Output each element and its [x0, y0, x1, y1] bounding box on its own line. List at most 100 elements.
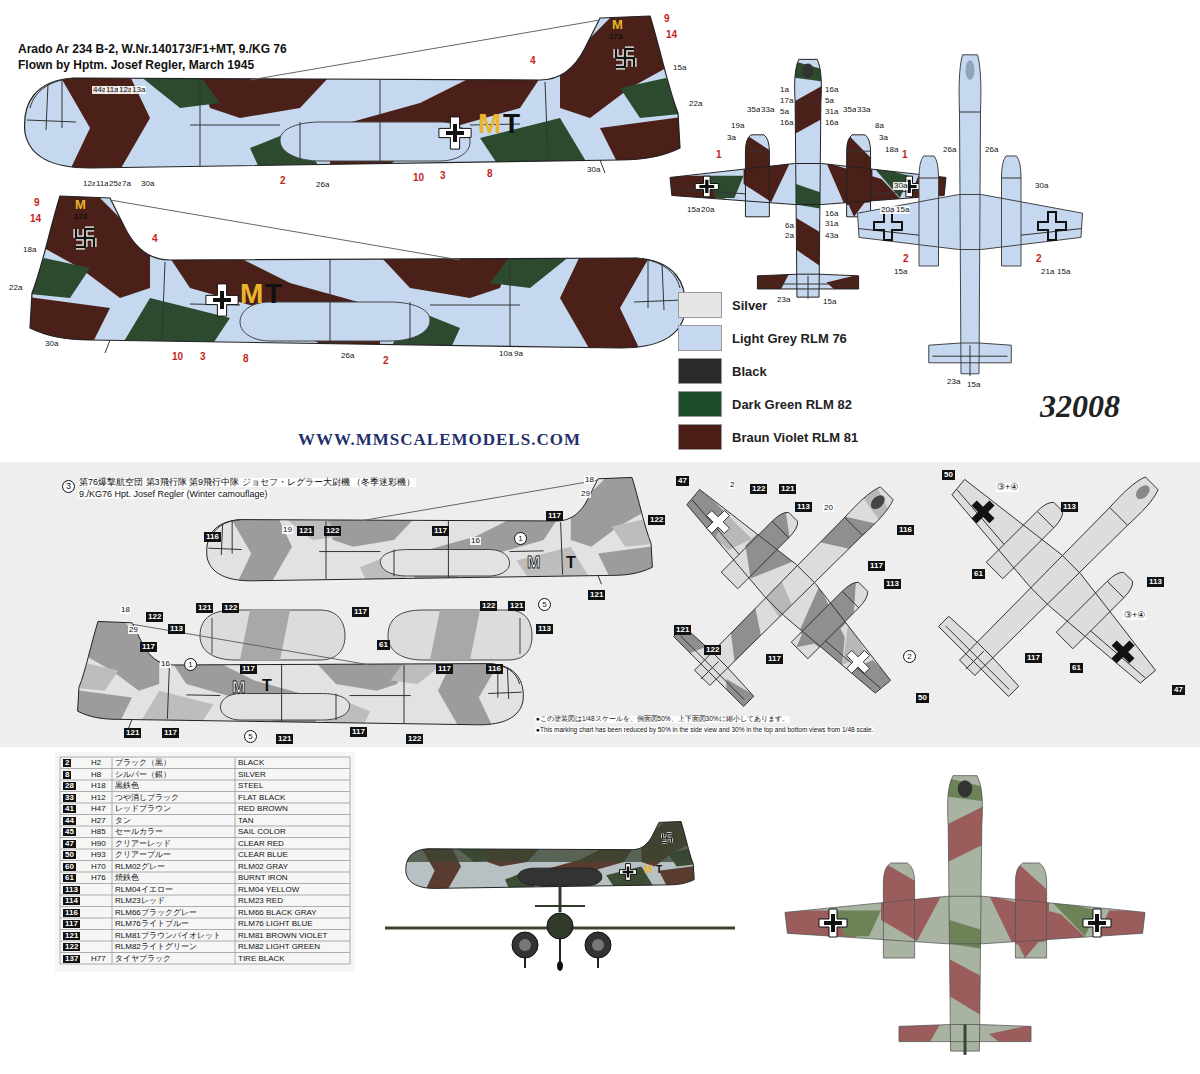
callout-label: 15a: [1056, 268, 1071, 276]
callout-box: 117: [1025, 653, 1042, 663]
illustration-part: [388, 610, 532, 660]
callout-label: 18a: [22, 246, 37, 254]
illustration-part: [824, 914, 842, 932]
callout-number: 2: [903, 254, 909, 264]
callout-label: 16: [470, 537, 481, 545]
callout-box: 117: [436, 664, 453, 674]
illustration-part: [76, 229, 94, 247]
illustration-part: [585, 932, 611, 958]
table-cell: 8: [63, 771, 71, 779]
callout-label: 3a: [726, 134, 737, 142]
callout-label: 第76爆撃航空団 第3飛行隊 第9飛行中隊 ジョセフ・レグラー大尉機 （冬季迷彩…: [78, 478, 416, 487]
table-cell: TIRE BLACK: [238, 955, 285, 963]
table-cell: H85: [91, 828, 106, 836]
callout-box: 122: [146, 612, 163, 622]
callout-box: 113: [1147, 577, 1164, 587]
callout-box: 122: [480, 601, 497, 611]
table-cell: SAIL COLOR: [238, 828, 286, 836]
table-cell: 33: [63, 794, 76, 802]
aircraft-marking: M: [240, 280, 263, 308]
callout-label: 16a: [779, 119, 794, 127]
callout-box: 116: [486, 664, 503, 674]
illustration-part: [557, 961, 563, 971]
illustration-part: [559, 880, 562, 912]
aircraft-marking: M: [644, 865, 652, 875]
callout-box: 61: [377, 640, 390, 650]
illustration-part: [206, 284, 238, 316]
table-cell: 117: [63, 920, 80, 928]
table-cell: レッドブラウン: [115, 805, 171, 813]
illustration-part: [872, 422, 1200, 763]
callout-label: 30a: [44, 340, 59, 348]
callout-box: 113: [1061, 502, 1078, 512]
fuselage-cross: [206, 284, 238, 316]
table-cell: H47: [91, 805, 106, 813]
illustration-part: [840, 644, 876, 680]
callout-label: 7a: [121, 180, 132, 188]
callout-label: 3a: [878, 134, 889, 142]
table-ground: [55, 752, 355, 972]
legend-item: Black: [678, 358, 767, 384]
table-cell: ブラック（黒）: [115, 759, 171, 767]
illustration-part: [285, 518, 659, 582]
illustration-part: [663, 834, 672, 843]
illustration-part: [280, 122, 470, 161]
callout-label: 26a: [984, 146, 999, 154]
table-cell: 2: [63, 759, 71, 767]
callout-number: 9: [664, 14, 670, 24]
illustration-part: [616, 49, 634, 67]
callout-label: 30a: [893, 182, 908, 190]
callout-label: ③+④: [1123, 611, 1146, 620]
callout-label: 9a: [513, 350, 524, 358]
illustration-part: [207, 472, 659, 582]
illustration-part: [406, 822, 694, 889]
illustration-part: [213, 291, 231, 309]
table-cell: H12: [91, 794, 106, 802]
illustration-part: [859, 112, 1081, 376]
callout-box: 47: [676, 476, 689, 486]
wing-cross: [1083, 909, 1111, 937]
legend-item: Silver: [678, 292, 767, 318]
illustration-part: [1105, 634, 1141, 670]
callout-label: 23a: [776, 296, 791, 304]
side-view: [207, 472, 659, 584]
table-cell: セールカラー: [115, 828, 163, 836]
illustration-part: [802, 63, 813, 78]
table-cell: H90: [91, 840, 106, 848]
callout-label: 19a: [730, 122, 745, 130]
table-cell: タイヤブラック: [115, 955, 171, 963]
engine-nacelle: [200, 610, 532, 660]
side-view: [20, 188, 685, 353]
illustration-part: [958, 780, 972, 797]
table-cell: H2: [91, 759, 101, 767]
callout-label: 8a: [874, 122, 885, 130]
callout-number: 8: [243, 354, 249, 364]
table-cell: FLAT BLACK: [238, 794, 285, 802]
aircraft-marking: 173: [74, 213, 87, 221]
front-view: [385, 880, 735, 971]
aircraft-marking: T: [262, 678, 272, 694]
callout-box: 122: [704, 645, 721, 655]
legend-swatch: [678, 325, 722, 351]
illustration-part: [620, 864, 637, 881]
table-cell: 122: [63, 943, 80, 951]
callout-circle: 1: [184, 658, 197, 671]
illustration-part: [1105, 634, 1141, 670]
table-cell: 114: [63, 897, 80, 905]
callout-number: 4: [152, 234, 158, 244]
table-cell: RLM66 BLACK GRAY: [238, 909, 317, 917]
illustration-part: [240, 610, 290, 660]
callout-number: 1: [902, 150, 908, 160]
callout-number: 3: [200, 352, 206, 362]
table-cell: 50: [63, 851, 76, 859]
illustration-part: [695, 176, 718, 197]
callout-label: 29: [128, 626, 139, 634]
callout-label: 10a: [498, 350, 513, 358]
callout-label: 17a: [779, 97, 794, 105]
illustration-part: [60, 8, 690, 170]
table-cell: H8: [91, 771, 101, 779]
table-cell: RLM66ブラックグレー: [115, 909, 197, 917]
callout-box: 121: [779, 484, 796, 494]
table-cell: TAN: [238, 817, 253, 825]
